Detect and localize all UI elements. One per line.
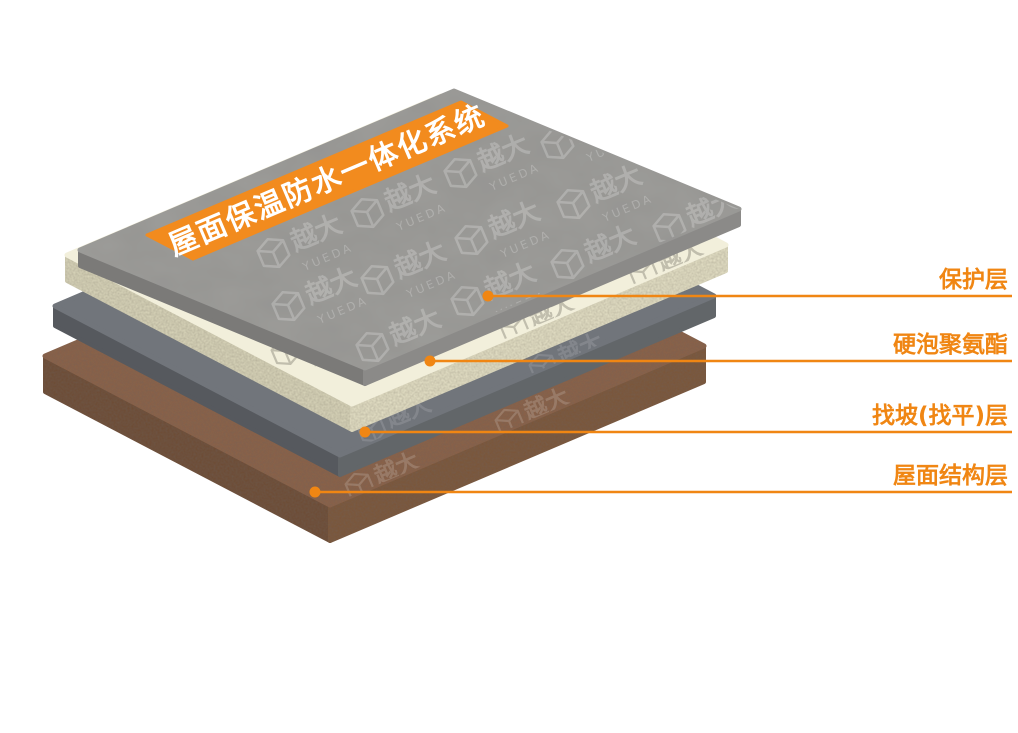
label-protective-layer: 保护层 xyxy=(938,266,1008,293)
callout-slope-leveling-layer: 找坡(找平)层 xyxy=(359,403,1012,438)
callout-polyurethane-foam: 硬泡聚氨酯 xyxy=(424,331,1012,367)
callout-roof-structure-layer: 屋面结构层 xyxy=(309,462,1012,498)
leader-dot-protective-layer xyxy=(482,290,494,302)
label-roof-structure-layer: 屋面结构层 xyxy=(893,462,1008,489)
callout-protective-layer: 保护层 xyxy=(482,266,1012,302)
leader-dot-slope-leveling-layer xyxy=(359,426,371,438)
leader-dot-roof-structure-layer xyxy=(309,486,321,498)
label-polyurethane-foam: 硬泡聚氨酯 xyxy=(893,331,1008,358)
label-slope-leveling-layer: 找坡(找平)层 xyxy=(872,403,1008,429)
leader-dot-polyurethane-foam xyxy=(424,355,436,367)
title-banner xyxy=(145,100,509,261)
